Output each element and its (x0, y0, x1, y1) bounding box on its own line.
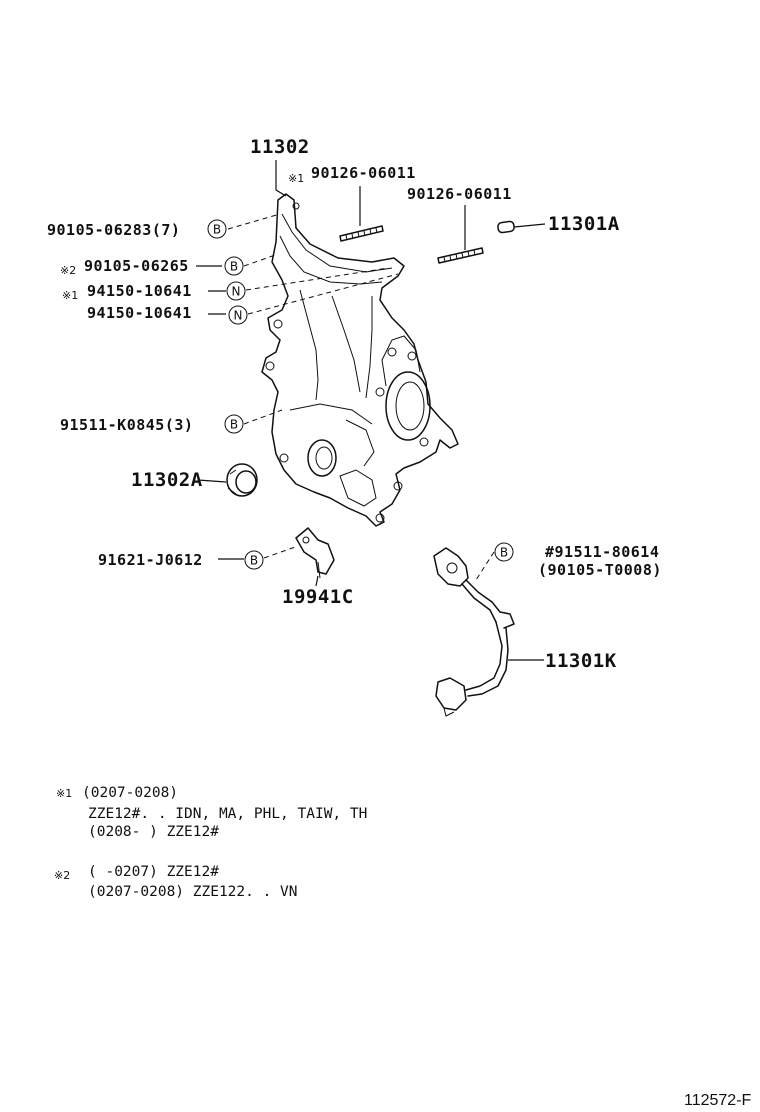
note-2-line-1: ( -0207) ZZE12# (88, 864, 219, 880)
callout-mark-94150-a: ※1 (62, 289, 78, 302)
callout-90105-06283: 90105-06283(7) (47, 221, 180, 239)
svg-text:B: B (250, 554, 258, 568)
leader-lines (196, 160, 546, 661)
badge-b-2: B (224, 256, 244, 276)
badge-b-5: B (494, 542, 514, 562)
dowel-pin (497, 220, 515, 234)
footnotes: ※1 (0207-0208) ZZE12#. . IDN, MA, PHL, T… (54, 785, 367, 900)
svg-text:N: N (234, 309, 243, 323)
callout-mark-90126-a: ※1 (288, 172, 304, 185)
badge-n-1: N (226, 281, 246, 301)
badge-b-4: B (244, 550, 264, 570)
note-1-line-3: (0208- ) ZZE12# (88, 824, 219, 840)
svg-text:N: N (232, 285, 241, 299)
callout-11302: 11302 (250, 136, 310, 158)
callout-90105-T0008: (90105-T0008) (538, 561, 662, 579)
badge-n-2: N (228, 305, 248, 325)
svg-text:B: B (230, 260, 238, 274)
svg-text:B: B (230, 418, 238, 432)
callout-11301A: 11301A (548, 213, 620, 235)
svg-text:B: B (500, 546, 508, 560)
note-1-line-2: ZZE12#. . IDN, MA, PHL, TAIW, TH (88, 806, 367, 822)
callout-91511-80614: #91511-80614 (545, 543, 659, 561)
svg-text:B: B (213, 223, 221, 237)
stud-bolt-lower (437, 247, 484, 264)
note-2-mark: ※2 (54, 869, 70, 882)
callout-94150-10641-b: 94150-10641 (87, 304, 192, 322)
crank-position-sensor (433, 547, 515, 717)
callout-11301K: 11301K (545, 650, 617, 672)
callout-91621-J0612: 91621-J0612 (98, 551, 203, 569)
callout-91511-K0845: 91511-K0845(3) (60, 416, 193, 434)
sensor-bracket (295, 527, 335, 579)
oil-seal (226, 463, 258, 497)
callout-90126-06011-b: 90126-06011 (407, 185, 512, 203)
stud-bolt-upper (339, 225, 384, 242)
note-1-mark: ※1 (56, 787, 72, 800)
badge-b-1: B (207, 219, 227, 239)
callout-19941C: 19941C (282, 586, 354, 608)
callout-mark-90105-06265: ※2 (60, 264, 76, 277)
callout-90126-06011-a: 90126-06011 (311, 164, 416, 182)
callout-90105-06265: 90105-06265 (84, 257, 189, 275)
timing-chain-cover (261, 193, 459, 527)
callout-11302A: 11302A (131, 469, 203, 491)
callout-94150-10641-a: 94150-10641 (87, 282, 192, 300)
note-2-line-2: (0207-0208) ZZE122. . VN (88, 884, 298, 900)
badge-b-3: B (224, 414, 244, 434)
diagram-reference-number: 112572-F (684, 1092, 752, 1109)
note-1-line-1: (0207-0208) (82, 785, 178, 801)
